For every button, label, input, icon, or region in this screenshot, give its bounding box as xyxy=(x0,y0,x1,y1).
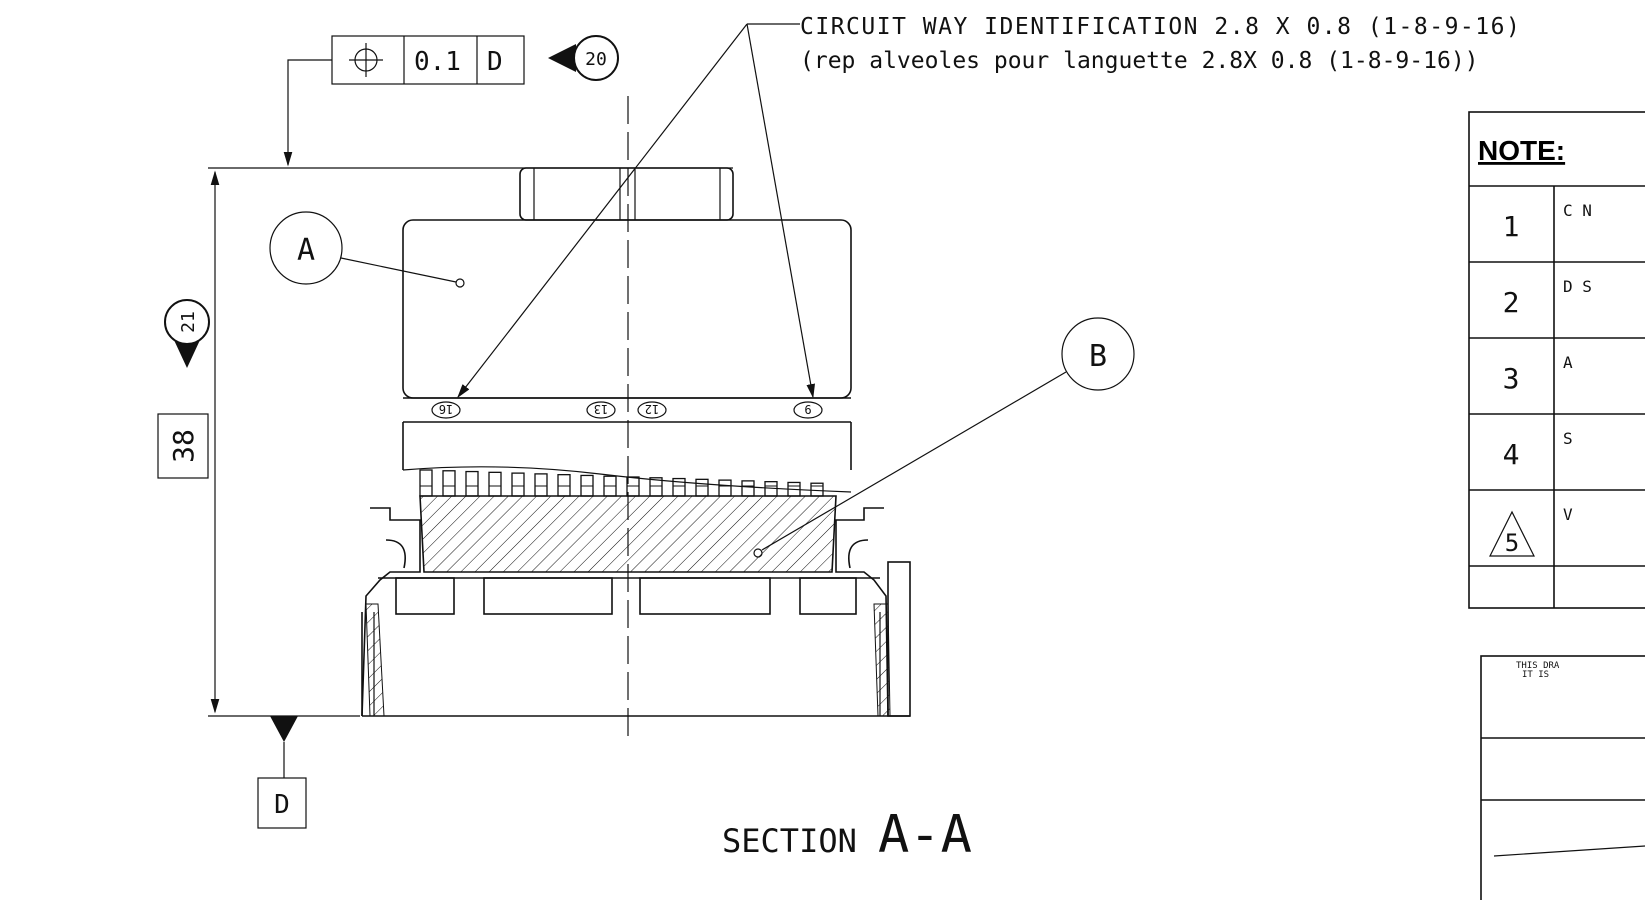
terminal-tooth xyxy=(557,474,571,497)
title-block-text-2: IT IS xyxy=(1522,670,1549,680)
flag-21-label: 21 xyxy=(178,311,199,333)
datum-label: D xyxy=(274,790,290,820)
section-prefix: SECTION xyxy=(722,822,857,860)
terminal-comb xyxy=(402,466,852,497)
tolerance-value: 0.1 xyxy=(414,47,461,77)
section-name: A-A xyxy=(878,805,972,865)
svg-text:V: V xyxy=(1563,505,1573,524)
title-block: THIS DRA IT IS xyxy=(1480,655,1645,900)
tolerance-frame: 0.1 D xyxy=(283,35,525,167)
svg-text:9: 9 xyxy=(804,402,811,416)
revision-triangle-icon: 5 xyxy=(1489,510,1535,557)
note-row-5: 5 xyxy=(1505,529,1519,557)
notes-table: NOTE: 1 2 3 4 5 C N D S A S V xyxy=(1468,111,1645,609)
terminal-tooth xyxy=(741,480,755,497)
terminal-tooth xyxy=(465,470,479,497)
flag-20-label: 20 xyxy=(585,49,607,70)
note-row-1: 1 xyxy=(1503,210,1520,243)
notes-heading: NOTE: xyxy=(1478,135,1565,166)
svg-text:16: 16 xyxy=(439,402,453,416)
svg-text:12: 12 xyxy=(645,402,659,416)
datum-d: D xyxy=(257,716,307,829)
svg-text:D S: D S xyxy=(1563,277,1592,296)
balloon-b-label: B xyxy=(1089,339,1107,374)
dimension-value: 38 xyxy=(167,429,200,463)
callout-line-1: CIRCUIT WAY IDENTIFICATION 2.8 X 0.8 (1-… xyxy=(800,14,1521,40)
note-row-3: 3 xyxy=(1503,362,1520,395)
connector-section: 16 13 12 9 xyxy=(361,96,911,740)
svg-text:C N: C N xyxy=(1563,201,1592,220)
section-title: SECTION A-A xyxy=(722,805,972,865)
cavity-label-12: 12 xyxy=(637,401,667,419)
balloon-b: B xyxy=(753,317,1135,558)
terminal-tooth xyxy=(419,469,433,497)
svg-text:13: 13 xyxy=(594,402,608,416)
callout-line-2: (rep alveoles pour languette 2.8X 0.8 (1… xyxy=(800,48,1479,74)
note-row-2: 2 xyxy=(1503,286,1520,319)
tolerance-datum: D xyxy=(487,47,503,77)
terminal-tooth xyxy=(695,478,709,497)
position-icon xyxy=(349,43,383,77)
svg-text:S: S xyxy=(1563,429,1573,448)
terminal-tooth xyxy=(442,470,456,497)
terminal-tooth xyxy=(511,472,525,497)
terminal-tooth xyxy=(810,482,824,497)
callout-leaders xyxy=(457,23,815,399)
terminal-tooth xyxy=(718,479,732,497)
terminal-tooth xyxy=(534,473,548,497)
dimension-38: 38 xyxy=(157,167,733,717)
note-row-4: 4 xyxy=(1503,438,1520,471)
terminal-tooth xyxy=(488,471,502,497)
cavity-label-13: 13 xyxy=(586,401,616,419)
balloon-a-label: A xyxy=(297,233,315,268)
flag-20: 20 xyxy=(548,35,619,81)
svg-text:A: A xyxy=(1563,353,1573,372)
cavity-label-9: 9 xyxy=(793,401,823,419)
flag-21: 21 xyxy=(164,299,210,368)
cavity-label-16: 16 xyxy=(431,401,461,419)
title-block-text-1: THIS DRA xyxy=(1516,661,1560,671)
balloon-a: A xyxy=(269,211,465,288)
